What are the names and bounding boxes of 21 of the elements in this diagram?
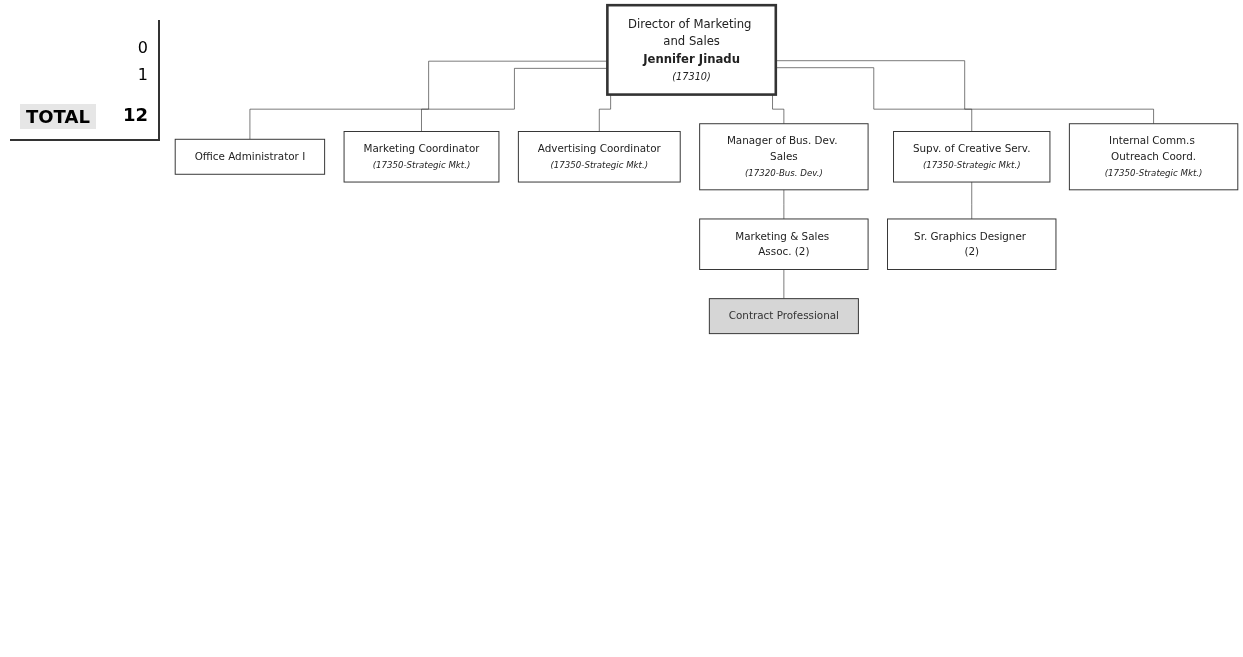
count-value: 1 (137, 65, 148, 84)
node-box: Internal Comm.s Outreach Coord. (17350-Strategic Mkt.) (1068, 123, 1239, 191)
total-label: TOTAL (20, 104, 96, 129)
connector (775, 60, 1154, 125)
connector (783, 189, 785, 220)
node-box: Director of Marketing and Sales Jennifer Jinadu (17310) (606, 3, 778, 96)
node-box: Advertising Coordinator (17350-Strategic Mkt.) (517, 131, 681, 183)
node-box: Contract Professional (708, 298, 859, 335)
connector (775, 67, 973, 132)
total-value: 12 (122, 104, 148, 127)
count-value: 0 (137, 38, 148, 57)
node-box: Sr. Graphics Designer (2) (887, 218, 1057, 270)
node-box: Supv. of Creative Serv. (17350-Strategic Mkt.) (893, 131, 1051, 183)
connector (971, 181, 973, 220)
node-box: Marketing Coordinator (17350-Strategic Mkt.) (343, 131, 500, 183)
node-box: Marketing & Sales Assoc. (2) (699, 218, 869, 270)
node-box: Manager of Bus. Dev. Sales (17320-Bus. Dev.) (699, 123, 869, 191)
connector (421, 68, 608, 132)
node-box: Office Administrator I (174, 138, 326, 175)
connector (249, 60, 608, 140)
connector (783, 269, 785, 299)
